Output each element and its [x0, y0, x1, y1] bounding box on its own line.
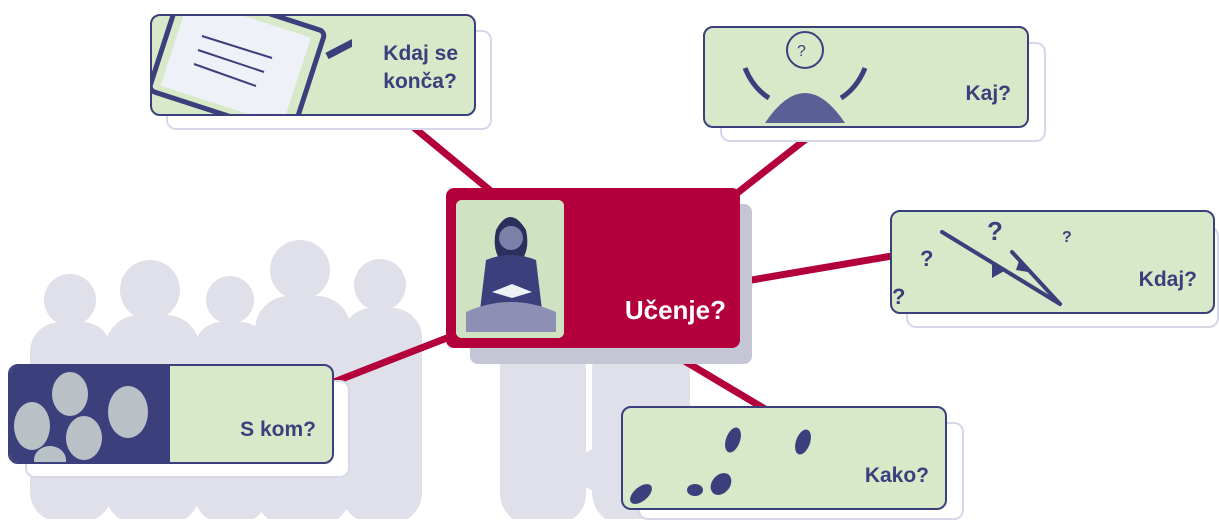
node-with-label-line-1: S kom?: [240, 418, 316, 441]
node-how-label-line-1: Kako?: [864, 464, 929, 487]
node-with: S kom?: [8, 364, 334, 464]
node-end-label-line-2: konča?: [383, 70, 457, 93]
connector-when: [736, 252, 896, 286]
reading-student-icon: [456, 200, 564, 338]
node-how-label: Kako?: [865, 462, 929, 490]
thinking-person-icon: ?: [742, 31, 868, 123]
node-when-label-line-1: Kdaj?: [1138, 268, 1197, 291]
faces-icon: [10, 366, 170, 462]
node-what-label: Kaj?: [965, 80, 1011, 108]
footprints-icon: [630, 427, 811, 504]
node-end-label: Kdaj se konča?: [383, 40, 458, 96]
svg-text:?: ?: [892, 284, 905, 309]
node-when: ? ? ? ? Kdaj?: [890, 210, 1215, 314]
node-end-label-line-1: Kdaj se: [383, 42, 458, 65]
clipboard-icon: [152, 16, 352, 114]
node-how: Kako?: [621, 406, 947, 510]
svg-text:?: ?: [1062, 229, 1072, 246]
clock-icon: ? ? ? ?: [892, 216, 1072, 309]
svg-text:?: ?: [920, 246, 933, 271]
center-node: Učenje?: [446, 188, 740, 348]
node-end: Kdaj se konča?: [150, 14, 476, 116]
svg-text:?: ?: [797, 43, 806, 60]
node-what-label-line-1: Kaj?: [965, 82, 1011, 105]
node-with-label: S kom?: [240, 416, 316, 444]
node-what: ? Kaj?: [703, 26, 1029, 128]
connector-with: [330, 332, 456, 386]
reading-student-photo: [456, 200, 564, 338]
node-when-label: Kdaj?: [1139, 266, 1197, 294]
svg-text:?: ?: [987, 216, 1003, 246]
center-title: Učenje?: [624, 295, 726, 325]
